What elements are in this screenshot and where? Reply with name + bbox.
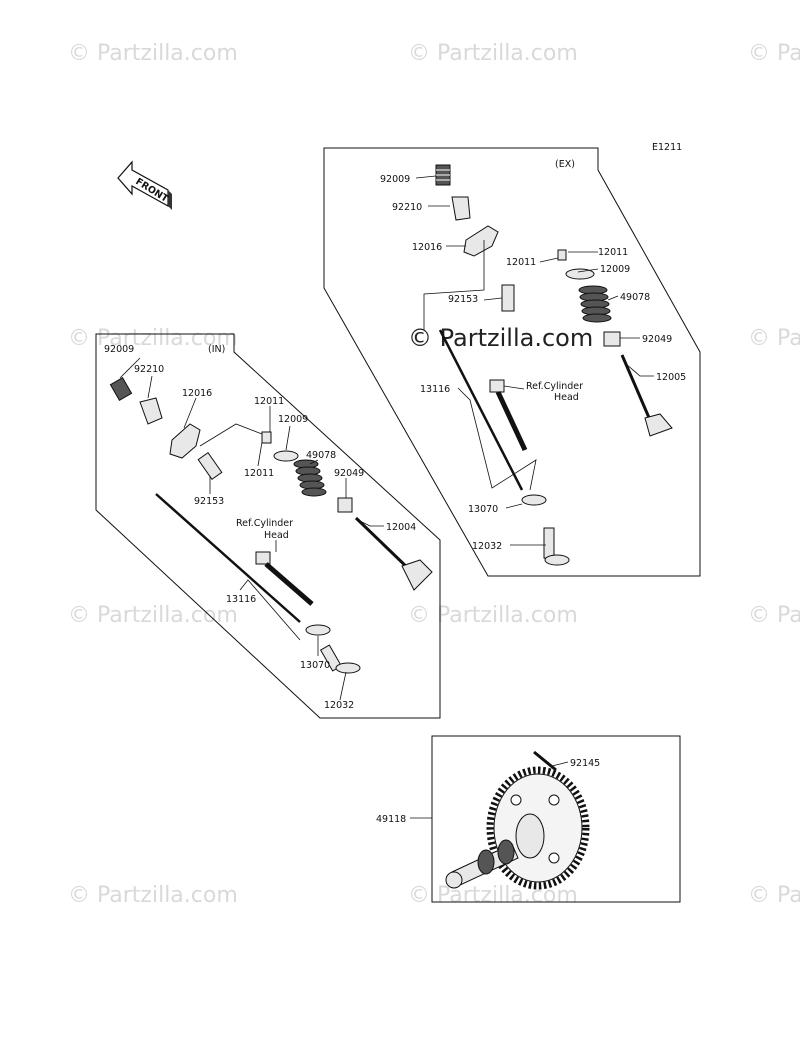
ex-rocker-arm: [463, 225, 499, 257]
ex-label-92049: 92049: [642, 334, 672, 345]
in-label-13116: 13116: [226, 594, 256, 605]
in-ref-line2: Head: [264, 530, 289, 541]
in-valve-seal: [337, 497, 353, 513]
in-valve-spring: [293, 459, 327, 497]
in-push-rod: [155, 493, 301, 623]
ex-collet: [557, 249, 567, 261]
watermark-text: © Partzilla.com: [408, 41, 578, 66]
ex-tag: (EX): [555, 159, 575, 170]
in-ref-line1: Ref.Cylinder: [236, 518, 293, 529]
watermark-layer: © Partzilla.com © Partzilla.com © Partzi…: [68, 41, 800, 908]
in-tappet: [319, 644, 361, 674]
ex-push-rod: [438, 329, 524, 491]
watermark-text: © Partzilla.com: [408, 603, 578, 628]
cam-shaft: [445, 839, 519, 889]
ex-adjuster-screw: [435, 164, 451, 186]
ex-ref-line2: Head: [554, 392, 579, 403]
in-label-92009: 92009: [104, 344, 134, 355]
exhaust-valve-group: (EX): [323, 147, 701, 577]
ex-label-12005: 12005: [656, 372, 686, 383]
ex-label-12011b: 12011: [506, 257, 536, 268]
ex-rocker-cap: [451, 196, 471, 221]
in-label-12011a: 12011: [254, 396, 284, 407]
diagram-code: E1211: [652, 142, 682, 153]
in-label-12032: 12032: [324, 700, 354, 711]
in-rocker-shaft: [197, 452, 223, 480]
watermark-text: © Partzilla.com: [748, 41, 800, 66]
ex-label-13070: 13070: [468, 504, 498, 515]
ex-label-13116: 13116: [420, 384, 450, 395]
ex-ref-line1: Ref.Cylinder: [526, 381, 583, 392]
in-label-13070: 13070: [300, 660, 330, 671]
in-label-49078: 49078: [306, 450, 336, 461]
in-adjuster-screw: [109, 377, 133, 401]
ex-label-12011a: 12011: [598, 247, 628, 258]
in-spring-retainer: [273, 450, 299, 462]
in-label-12004: 12004: [386, 522, 416, 533]
watermark-text: © Partzilla.com: [408, 883, 578, 908]
watermark-text: © Partzilla.com: [748, 326, 800, 351]
cam-pin: [533, 750, 557, 772]
ex-label-12009: 12009: [600, 264, 630, 275]
ex-spring-retainer: [565, 268, 595, 280]
in-collet: [261, 431, 272, 444]
cam-label-49118: 49118: [376, 814, 406, 825]
ex-label-92153: 92153: [448, 294, 478, 305]
intake-valve-group: (IN): [95, 333, 441, 719]
ex-rocker-shaft: [501, 284, 515, 312]
in-label-12011b: 12011: [244, 468, 274, 479]
ex-label-92009: 92009: [380, 174, 410, 185]
front-arrow-icon: FRONT: [117, 160, 172, 210]
watermark-text: © Partzilla.com: [748, 883, 800, 908]
camshaft-group: 92145 49118: [376, 735, 681, 903]
in-rocker-cap: [139, 397, 163, 425]
in-label-92210: 92210: [134, 364, 164, 375]
ex-label-12032: 12032: [472, 541, 502, 552]
cam-gear: [486, 766, 590, 890]
ex-tappet-washer: [521, 494, 547, 506]
ex-ref-cylinder-head-bolt: [489, 379, 528, 452]
in-ref-cylinder-head-bolt: [255, 551, 314, 606]
ex-valve-seal: [603, 331, 621, 347]
in-label-92153: 92153: [194, 496, 224, 507]
in-rocker-arm: [169, 423, 201, 459]
ex-tappet: [543, 527, 570, 566]
in-tag: (IN): [208, 344, 225, 355]
in-label-12016: 12016: [182, 388, 212, 399]
ex-valve: [620, 354, 673, 437]
watermark-text: © Partzilla.com: [68, 603, 238, 628]
in-valve: [354, 516, 433, 591]
in-label-12009: 12009: [278, 414, 308, 425]
watermark-text: © Partzilla.com: [68, 883, 238, 908]
cam-label-92145: 92145: [570, 758, 600, 769]
ex-label-92210: 92210: [392, 202, 422, 213]
watermark-center: © Partzilla.com: [408, 324, 593, 352]
watermark-text: © Partzilla.com: [748, 603, 800, 628]
in-label-92049: 92049: [334, 468, 364, 479]
ex-valve-spring: [578, 285, 612, 323]
ex-label-12016: 12016: [412, 242, 442, 253]
in-tappet-washer: [305, 624, 331, 636]
watermark-text: © Partzilla.com: [68, 41, 238, 66]
ex-label-49078: 49078: [620, 292, 650, 303]
